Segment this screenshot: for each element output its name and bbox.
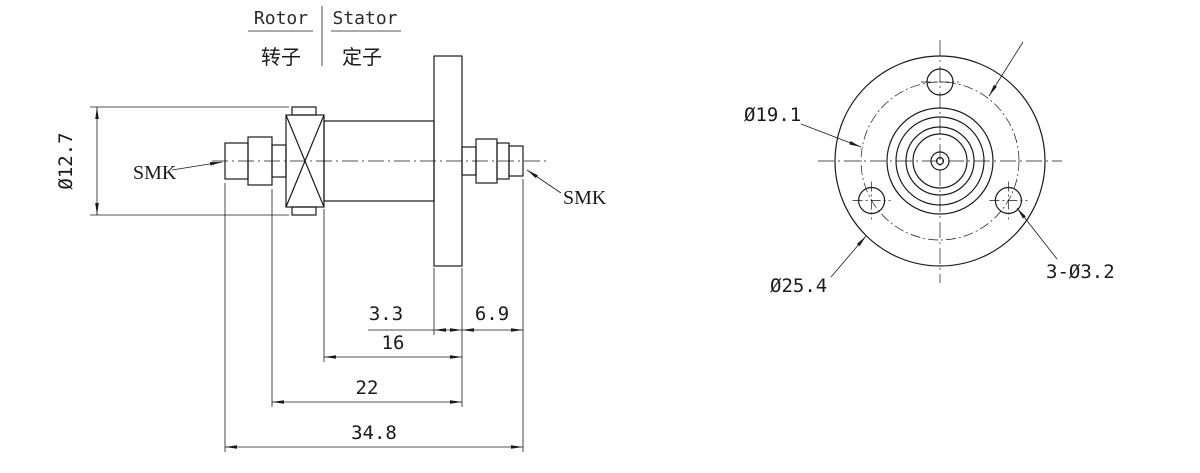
dim-body-to-flange-text: 16 xyxy=(382,332,405,354)
dim-stator-length: 6.9 xyxy=(462,303,523,332)
mounting-holes-leader xyxy=(1016,207,1058,260)
smk-left-leader xyxy=(171,161,223,171)
dim-flange-diameter-text: Ø25.4 xyxy=(770,275,827,297)
flange-diameter-leader xyxy=(830,235,867,278)
front-view: Ø19.1 Ø25.4 3-Ø3.2 xyxy=(744,40,1115,297)
dimension-chain: 3.3 6.9 16 22 34.8 xyxy=(224,179,524,452)
smk-right-label: SMK xyxy=(563,187,607,209)
contact-pin-circle xyxy=(930,151,950,171)
dim-diameter: Ø12.7 xyxy=(55,106,289,216)
smk-right-callout: SMK xyxy=(526,169,607,209)
dim-diameter-text: Ø12.7 xyxy=(55,132,77,189)
connector-thread-circle xyxy=(912,133,968,189)
body-circle xyxy=(886,107,994,215)
dim-rotor-section-text: 22 xyxy=(356,377,379,399)
dim-stator-length-text: 6.9 xyxy=(475,303,509,325)
smk-left-callout: SMK xyxy=(133,161,223,184)
smk-right-leader xyxy=(526,169,562,194)
dim-rotor-section: 22 xyxy=(272,377,462,404)
bearing-cap-bottom xyxy=(291,206,317,216)
dim-mounting-holes: 3-Ø3.2 xyxy=(988,41,1115,283)
stator-label-cn: 定子 xyxy=(342,45,382,69)
dim-flange-diameter: Ø25.4 xyxy=(770,235,867,297)
rotor-label: Rotor xyxy=(254,8,308,29)
connector-nut-circle xyxy=(895,116,985,206)
center-pin-circle xyxy=(935,156,945,166)
dim-bolt-circle: Ø19.1 xyxy=(744,104,862,148)
mounting-holes-leader-top xyxy=(988,41,1024,97)
mounting-hole-lower-left xyxy=(852,181,891,220)
dim-flange-thickness: 3.3 xyxy=(368,303,462,332)
dim-total-length-text: 34.8 xyxy=(351,422,397,444)
rotor-label-cn: 转子 xyxy=(261,45,301,69)
header-labels: Rotor Stator 转子 定子 xyxy=(248,6,401,69)
mounting-hole-lower-right xyxy=(989,181,1028,220)
side-view: SMK SMK Ø12.7 3.3 xyxy=(55,55,607,452)
smk-left-label: SMK xyxy=(133,162,177,184)
dim-total-length: 34.8 xyxy=(225,422,523,449)
mounting-hole-top xyxy=(921,68,959,96)
dim-bolt-circle-text: Ø19.1 xyxy=(744,104,801,126)
dim-body-to-flange: 16 xyxy=(324,332,462,359)
bolt-circle-leader xyxy=(800,123,862,148)
connector-ring-circle xyxy=(905,126,975,196)
flange-outer-circle xyxy=(834,55,1046,267)
bolt-circle xyxy=(860,81,1020,241)
dim-flange-thickness-text: 3.3 xyxy=(369,303,403,325)
stator-label: Stator xyxy=(332,8,397,29)
dim-mounting-holes-text: 3-Ø3.2 xyxy=(1046,261,1115,283)
bearing-cap-top xyxy=(291,106,317,116)
